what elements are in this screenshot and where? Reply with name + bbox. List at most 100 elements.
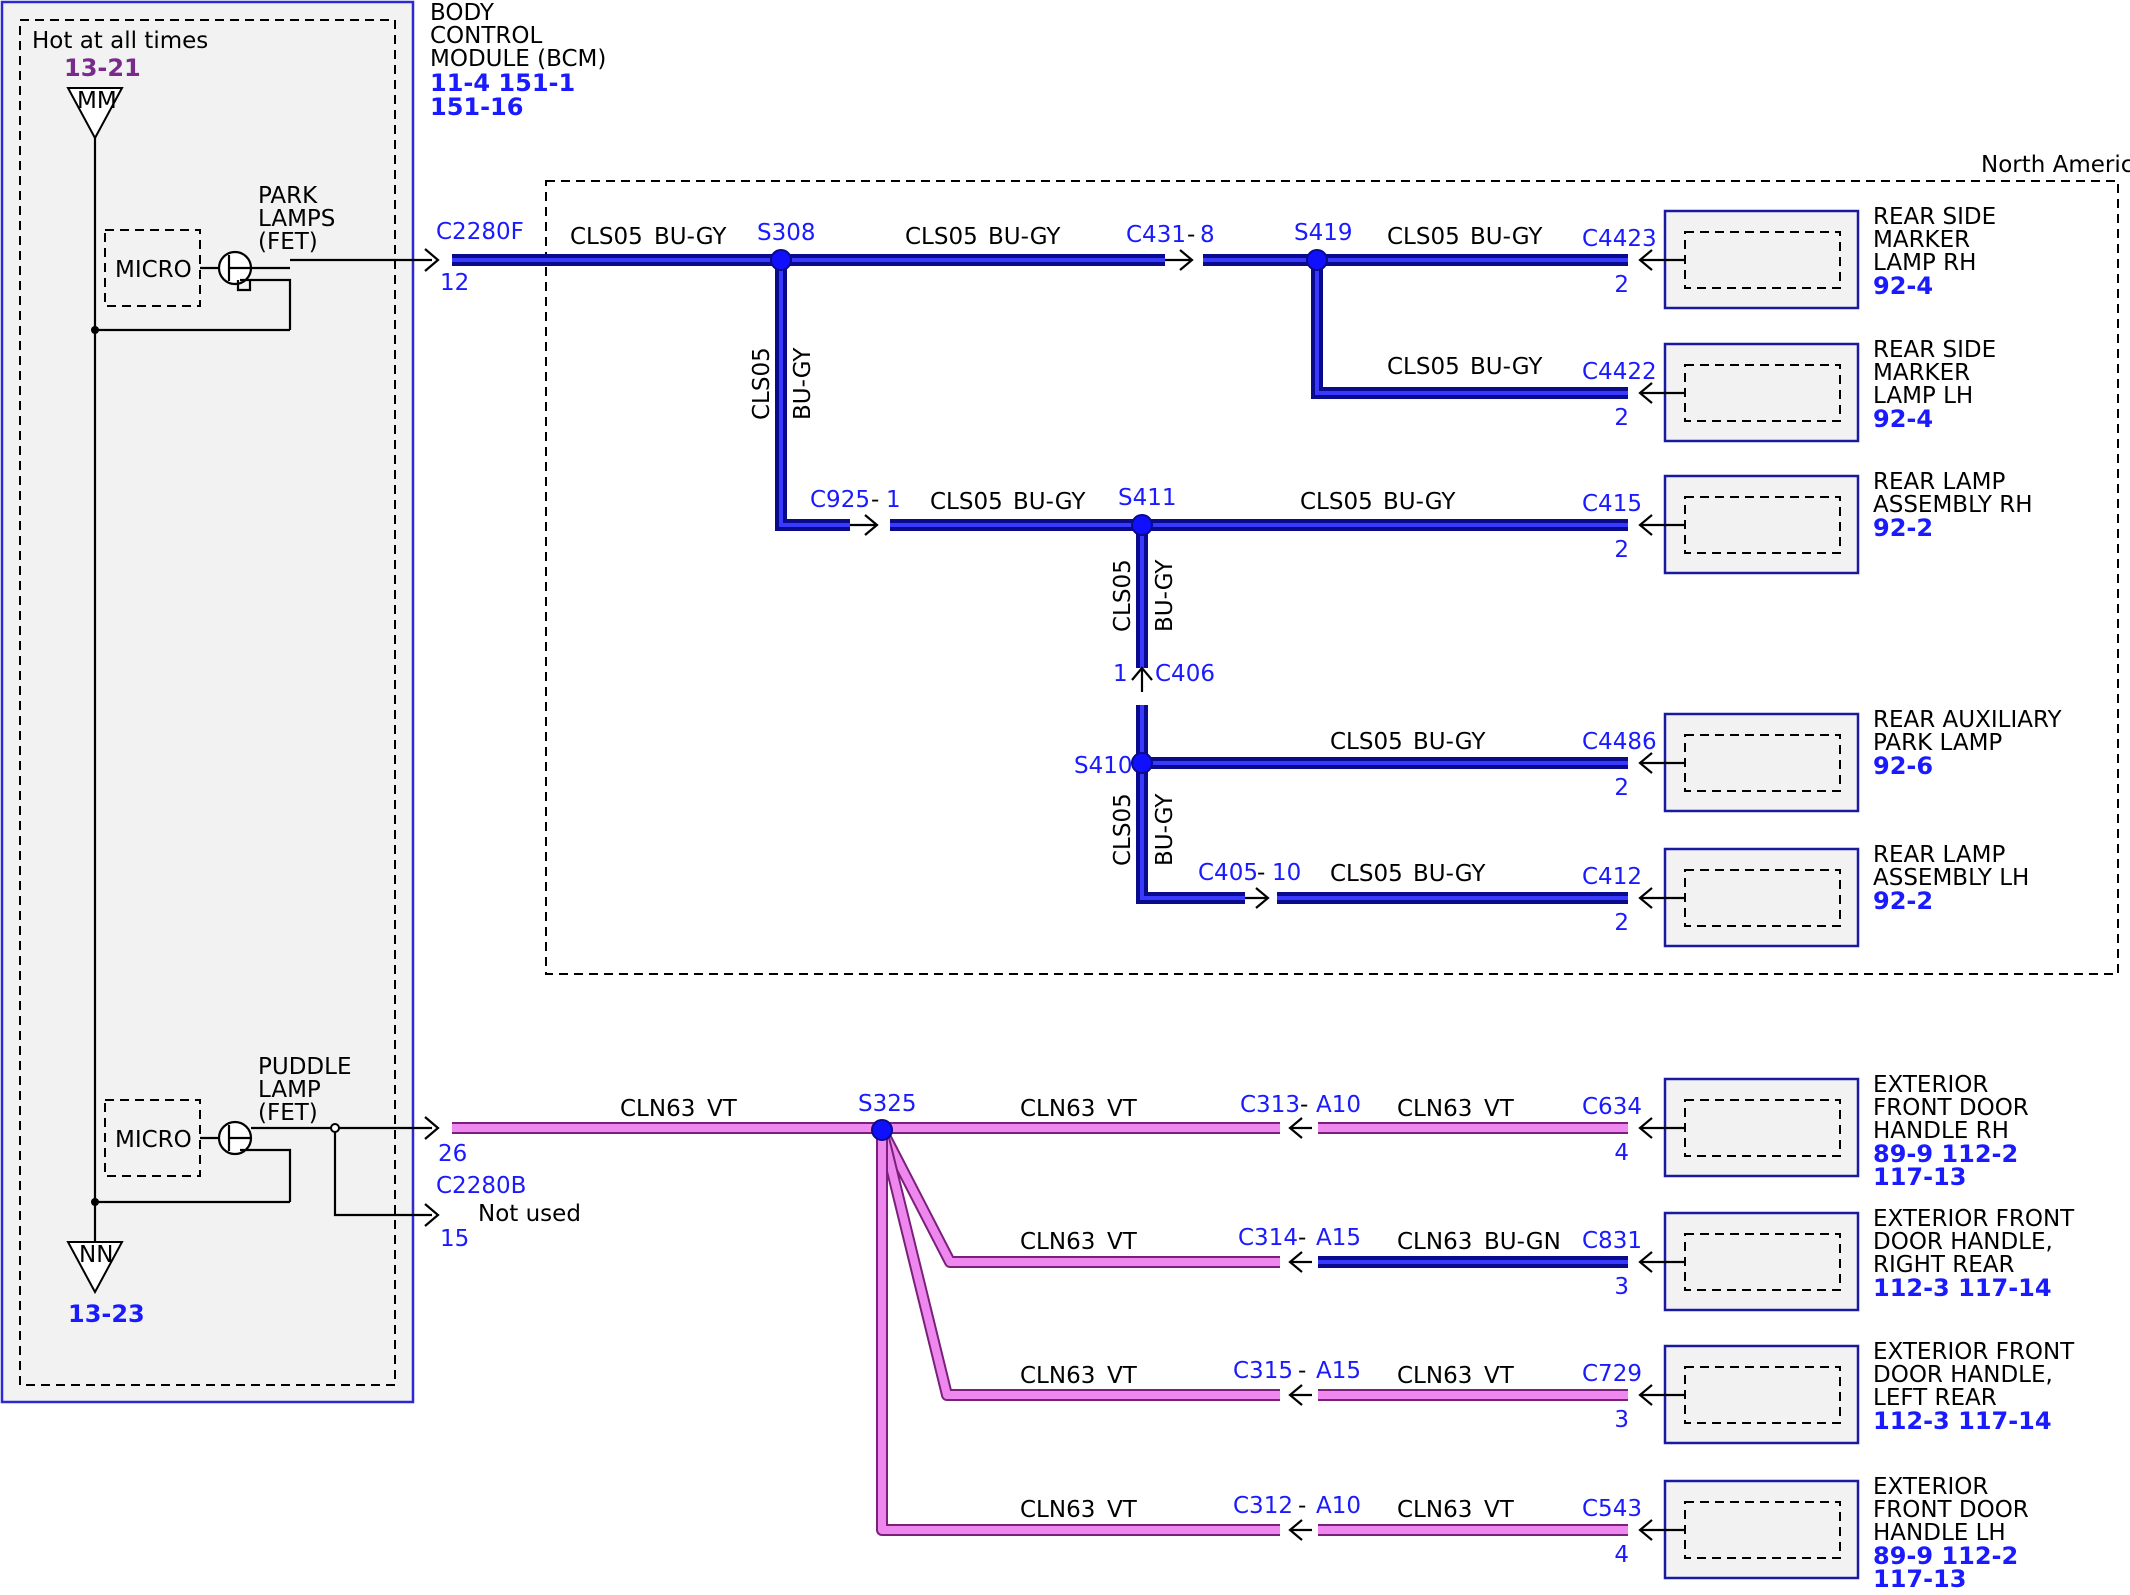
lamp-ref: 92-6 [1873,752,1933,780]
lamp-box [1663,1344,1860,1445]
lamp-name-line: REAR SIDE [1873,337,1996,363]
wire-label: CLS05 [930,489,1003,515]
wire-label: BU-GY [1470,224,1543,250]
lamp-connector-label: C543 [1582,1496,1642,1522]
connector-arrow [1638,514,1653,536]
wire-label: CLS05 [1300,489,1373,515]
dash-label: - [1298,1493,1306,1519]
lamp-name-line: REAR AUXILIARY [1873,707,2062,733]
connector-arrow [1638,1384,1653,1406]
lamp-name-line: FRONT DOOR [1873,1095,2029,1121]
lamp-connector-label: C831 [1582,1228,1642,1254]
top-terminal-label: MM [77,88,117,114]
lamp-connector-pin: 2 [1614,405,1629,431]
lamp-box [1663,712,1860,813]
lamp-name-line: DOOR HANDLE, [1873,1229,2053,1255]
c314-pin: A15 [1316,1225,1361,1251]
lamp-connector-label: C4486 [1582,729,1657,755]
lamp-ref: 92-4 [1873,405,1933,433]
bottom-terminal-label: NN [79,1242,113,1268]
bcm-module: Hot at all times 13-21 MM MICRO PARK LAM… [0,0,415,1404]
bcm-title-3: MODULE (BCM) [430,46,606,72]
c925-pin: 1 [886,487,901,513]
c431-pin: 8 [1200,222,1215,248]
splice-s411-label: S411 [1118,485,1177,511]
c405-label: C405 [1198,860,1258,886]
wire-label: VT [1484,1497,1515,1523]
blue-connector-labels: C431 - 8 C925 - 1 1 C406 C405 - 10 [810,222,1301,886]
lamp-ref: 92-2 [1873,514,1933,542]
wire-label: BU-GN [1484,1229,1561,1255]
dash-label: - [1187,222,1195,248]
lamp-name-line: DOOR HANDLE, [1873,1362,2053,1388]
wire-label: BU-GY [1013,489,1086,515]
lamp-name-line: EXTERIOR [1873,1474,1988,1500]
north-america-region [545,180,2119,975]
wire-label: CLN63 [1397,1229,1472,1255]
lamp-name-line: LEFT REAR [1873,1385,1997,1411]
c2280f-label: C2280F [436,219,524,245]
wire-label: VT [1484,1096,1515,1122]
park-lamps-line-1: PARK [258,183,318,209]
blue-wire-labels: CLS05 BU-GY CLS05 BU-GY CLS05 BU-GY CLS0… [570,224,1543,887]
wire-label: CLN63 [1397,1363,1472,1389]
lamp-box [1663,847,1860,948]
splice-s411 [1131,514,1153,536]
lamp-connector-pin: 4 [1614,1542,1629,1568]
wire-label: BU-GY [988,224,1061,250]
lamp-connector-label: C729 [1582,1361,1642,1387]
lamp-ref: 112-3 117-14 [1873,1407,2052,1435]
c312-label: C312 [1233,1493,1293,1519]
connector-arrow [1638,249,1653,271]
lamp-connector-pin: 3 [1614,1274,1629,1300]
c315-label: C315 [1233,1358,1293,1384]
north-america-label: North America [1981,152,2130,178]
lamp-connector-pin: 2 [1614,910,1629,936]
bcm-refs-2: 151-16 [430,93,523,121]
connector-arrow [1638,752,1653,774]
c314-label: C314 [1238,1225,1298,1251]
top-ref: 13-21 [64,54,141,82]
lamp-ref: 112-3 117-14 [1873,1274,2052,1302]
lamp-ref: 92-2 [1873,887,1933,915]
lamp-box [1663,1479,1860,1580]
connector-arrow [1638,1251,1653,1273]
bcm-title-2: CONTROL [430,23,543,49]
lamp-ref: 117-13 [1873,1163,1966,1191]
connector-arrow [1638,887,1653,909]
wire-label-vertical: BU-GY [1152,793,1178,866]
connector-arrow [1638,1117,1653,1139]
lamp-name-line: LAMP LH [1873,383,1973,409]
lamp-box [1663,209,1860,310]
wire-label: CLS05 [1330,861,1403,887]
c313-pin: A10 [1316,1092,1361,1118]
wire-label: BU-GY [1413,729,1486,755]
splice-s308-label: S308 [757,220,816,246]
micro-label-2: MICRO [115,1127,192,1153]
c925-label: C925 [810,487,870,513]
wire-label-vertical: CLS05 [749,347,775,420]
lamp-connector-pin: 2 [1614,272,1629,298]
lamp-connector-pin: 4 [1614,1140,1629,1166]
lamp-box [1663,1211,1860,1312]
lamp-ref: 89-9 112-2 [1873,1542,2018,1570]
splice-s325 [871,1119,893,1141]
violet-wire-labels: CLN63 VT CLN63 VT CLN63 VT CLN63 VT CLN6… [620,1096,1561,1523]
wire-label: VT [1107,1497,1138,1523]
lamp-name-line: ASSEMBLY RH [1873,492,2032,518]
lamp-box [1663,474,1860,575]
lamp-ref: 89-9 112-2 [1873,1140,2018,1168]
wire-label: CLN63 [1020,1363,1095,1389]
c2280f-pin: 12 [440,270,469,296]
connector-arrow [1638,1519,1653,1541]
c2280b-pin15: 15 [440,1226,469,1252]
lamp-name-line: MARKER [1873,227,1970,253]
violet-wires [452,1122,1628,1536]
lamp-name-line: REAR LAMP [1873,842,2005,868]
not-used-label: Not used [478,1201,581,1227]
wire-label: CLN63 [1397,1497,1472,1523]
